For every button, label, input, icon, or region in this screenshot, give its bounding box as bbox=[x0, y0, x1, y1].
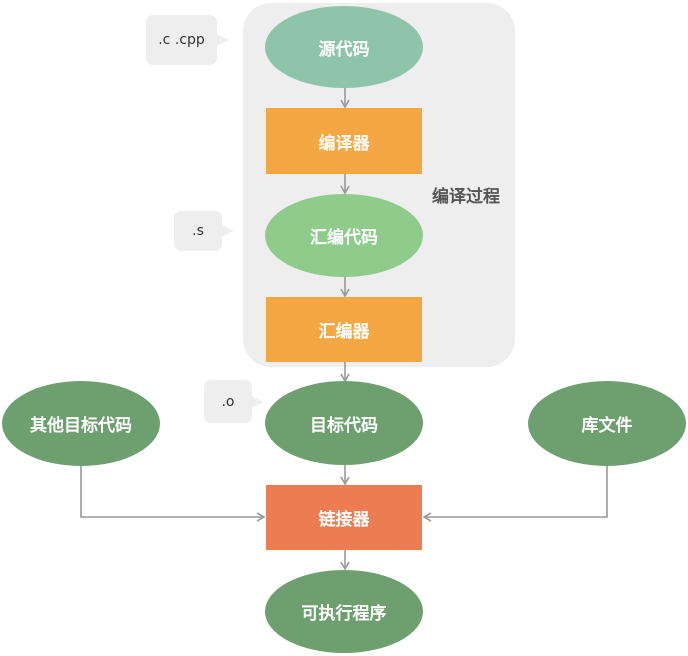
node-linker: 链接器 bbox=[266, 485, 422, 550]
node-compiler: 编译器 bbox=[266, 108, 422, 174]
node-assembly-code: 汇编代码 bbox=[265, 194, 423, 277]
node-executable: 可执行程序 bbox=[265, 570, 423, 653]
compile-process-label: 编译过程 bbox=[432, 187, 500, 207]
node-library-files: 库文件 bbox=[528, 381, 686, 466]
node-other-object-code: 其他目标代码 bbox=[2, 381, 160, 466]
callout-obj-ext: .o bbox=[204, 380, 264, 423]
arrow-library-to-linker bbox=[422, 466, 608, 522]
arrow-other-object-to-linker bbox=[80, 466, 266, 522]
node-assembler: 汇编器 bbox=[266, 297, 422, 362]
node-object-code: 目标代码 bbox=[265, 381, 423, 465]
callout-asm-ext: .s bbox=[174, 211, 234, 251]
callout-source-ext: .c .cpp bbox=[146, 15, 229, 65]
node-source-code: 源代码 bbox=[265, 6, 423, 88]
